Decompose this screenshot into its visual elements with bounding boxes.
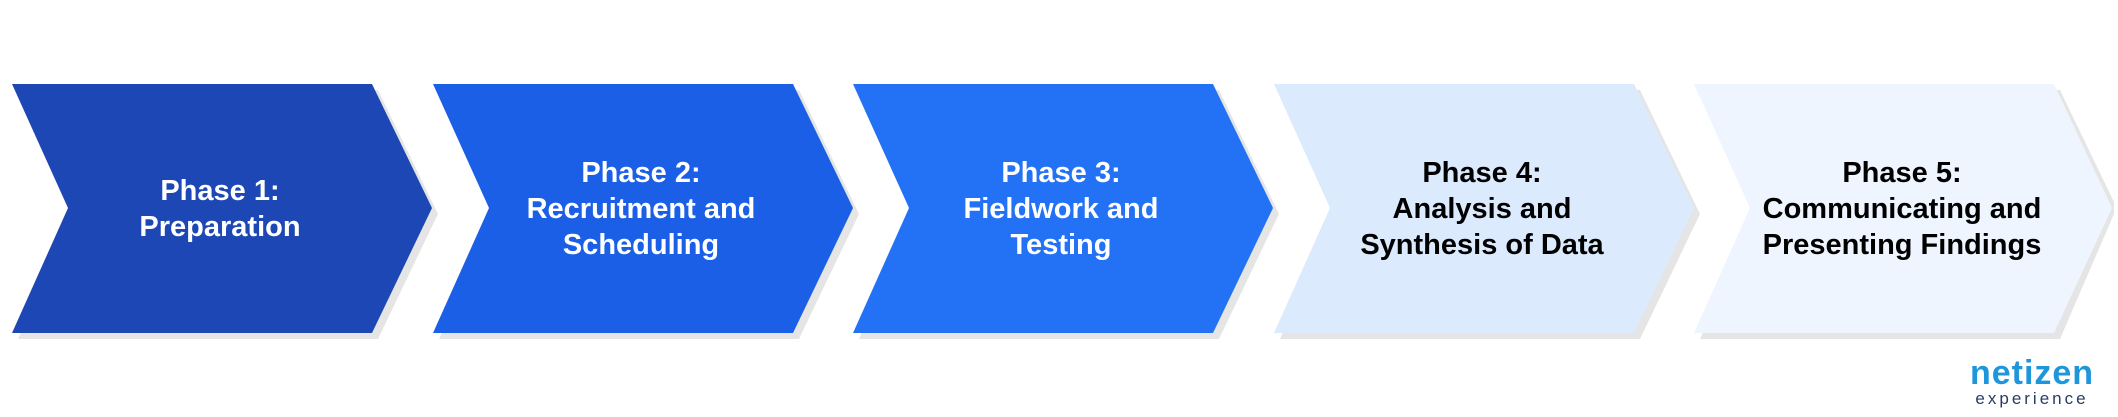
logo-wordmark: netizen xyxy=(1969,354,2095,392)
phase-5-name-line-1: Communicating and xyxy=(1762,192,2042,225)
phase-3-title: Phase 3: xyxy=(1001,156,1121,189)
phase-3-chevron: Phase 3: Fieldwork and Testing xyxy=(853,84,1279,339)
phase-1-name-line-1: Preparation xyxy=(139,210,301,243)
phase-3-label: Phase 3: Fieldwork and Testing xyxy=(909,84,1213,333)
phase-4-title: Phase 4: xyxy=(1422,156,1542,189)
phase-4-chevron-shape xyxy=(1274,84,1700,339)
phase-5-title: Phase 5: xyxy=(1842,156,1962,189)
phase-2-name-line-2: Scheduling xyxy=(562,228,720,261)
phase-3-name-line-2: Testing xyxy=(1010,228,1112,261)
phase-1-chevron-fill xyxy=(12,84,432,333)
netizen-experience-logo: netizen experience xyxy=(1962,356,2102,408)
logo-subword: experience xyxy=(1975,389,2089,408)
phase-5-label: Phase 5: Communicating and Presenting Fi… xyxy=(1746,84,2058,333)
phase-4-chevron: Phase 4: Analysis and Synthesis of Data xyxy=(1274,84,1700,339)
phase-5-chevron-fill xyxy=(1694,84,2112,333)
phase-2-label: Phase 2: Recruitment and Scheduling xyxy=(489,84,793,333)
phase-2-chevron-fill xyxy=(433,84,853,333)
phase-4-name-line-1: Analysis and xyxy=(1392,192,1572,225)
phase-5-name-line-2: Presenting Findings xyxy=(1762,228,2042,261)
phase-1-label: Phase 1: Preparation xyxy=(68,84,372,333)
phase-5-chevron-shape xyxy=(1694,84,2114,339)
phase-3-chevron-fill xyxy=(853,84,1273,333)
phase-1-title: Phase 1: xyxy=(160,174,280,207)
phase-2-chevron: Phase 2: Recruitment and Scheduling xyxy=(433,84,859,339)
phase-2-name-line-1: Recruitment and xyxy=(526,192,756,225)
phase-3-name-line-1: Fieldwork and xyxy=(963,192,1159,225)
phase-4-name-line-2: Synthesis of Data xyxy=(1360,228,1604,261)
phase-5-chevron: Phase 5: Communicating and Presenting Fi… xyxy=(1694,84,2114,339)
phase-2-title: Phase 2: xyxy=(581,156,701,189)
phase-2-chevron-shape xyxy=(433,84,859,339)
phase-1-chevron-shape xyxy=(12,84,438,339)
phase-4-chevron-fill xyxy=(1274,84,1694,333)
phase-3-chevron-shape xyxy=(853,84,1279,339)
phase-4-label: Phase 4: Analysis and Synthesis of Data xyxy=(1330,84,1634,333)
phase-1-chevron: Phase 1: Preparation xyxy=(12,84,438,339)
